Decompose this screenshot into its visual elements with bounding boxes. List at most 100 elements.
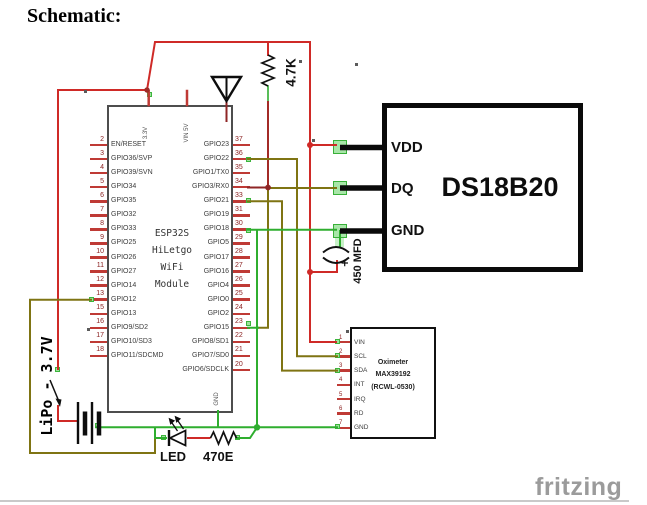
esp32-left-pin-15-label: GPIO13	[111, 309, 137, 317]
esp32-right-pin-23-label: GPIO15	[203, 323, 229, 331]
esp32-left-pin-2-stub[interactable]	[90, 143, 107, 147]
oximeter-module[interactable]	[350, 327, 436, 439]
esp32-left-pin-7-stub[interactable]	[90, 214, 107, 217]
esp32-left-pin-9-stub[interactable]	[90, 242, 107, 245]
esp32-left-pin-3-stub[interactable]	[90, 157, 107, 161]
oximeter-pin-sda-label: SDA	[354, 367, 368, 375]
oximeter-pin-sda-stub[interactable]	[337, 369, 350, 372]
esp32-right-pin-26-stub[interactable]	[233, 284, 250, 287]
esp32-right-pin-24-stub[interactable]	[233, 312, 250, 315]
esp32-right-pin-27-stub[interactable]	[233, 270, 250, 273]
esp32-left-pin-17-stub[interactable]	[90, 340, 107, 344]
oximeter-pin-gnd-label: GND	[354, 424, 369, 432]
esp32-right-pin-21-number: 21	[235, 346, 243, 354]
esp32-left-pin-9-label: GPIO25	[111, 239, 137, 247]
esp32-right-pin-20-label: GPIO6/SDCLK	[182, 366, 229, 373]
esp32-right-pin-33-number: 33	[235, 191, 243, 199]
esp32-left-pin-6-stub[interactable]	[90, 200, 107, 203]
oximeter-pin-sda-number: 3	[339, 363, 343, 370]
fritzing-logo: fritzing	[535, 473, 623, 501]
connection-pad[interactable]	[160, 434, 166, 440]
esp32-left-pin-11-number: 11	[96, 262, 104, 269]
esp32-left-pin-18-stub[interactable]	[90, 354, 107, 358]
tiny-part-mark	[299, 60, 302, 63]
esp32-left-pin-12-stub[interactable]	[90, 284, 107, 287]
ds18b20-connection-pad[interactable]	[333, 140, 347, 154]
esp32-right-pin-33-label: GPIO21	[203, 197, 229, 205]
esp32-right-pin-23-stub[interactable]	[233, 326, 250, 329]
oximeter-pin-gnd-stub[interactable]	[337, 426, 350, 430]
oximeter-pin-int-number: 4	[339, 377, 343, 384]
esp32-right-pin-21-label: GPIO7/SD0	[192, 351, 229, 359]
oximeter-pin-rd-stub[interactable]	[337, 412, 350, 415]
ds18b20-sensor[interactable]	[382, 103, 583, 272]
antenna-icon[interactable]	[209, 75, 244, 104]
esp32-left-pin-17-number: 17	[96, 332, 104, 340]
capacitor-connection-pad[interactable]	[334, 238, 344, 247]
esp32-right-pin-29-stub[interactable]	[233, 242, 250, 245]
esp32-right-pin-22-label: GPIO8/SD1	[192, 337, 229, 345]
oximeter-pin-irq-stub[interactable]	[337, 397, 350, 401]
oximeter-pin-int-stub[interactable]	[337, 383, 350, 387]
esp32-left-pin-6-label: GPIO35	[111, 197, 137, 205]
connection-pad[interactable]	[94, 423, 100, 428]
oximeter-pin-rd-number: 6	[339, 406, 343, 412]
esp32-right-pin-23-number: 23	[235, 318, 243, 326]
esp32-left-pin-12-number: 12	[96, 276, 104, 284]
esp32-right-pin-25-stub[interactable]	[233, 298, 250, 301]
esp32-left-pin-11-stub[interactable]	[90, 270, 107, 273]
esp32-pin-3v3-label: 3.3V	[143, 126, 149, 140]
esp32-right-pin-27-number: 27	[235, 262, 243, 269]
esp32-left-pin-8-number: 8	[100, 219, 104, 227]
ds18b20-connection-pad[interactable]	[333, 181, 347, 195]
esp32-left-pin-15-stub[interactable]	[90, 312, 107, 315]
esp32-left-pin-5-stub[interactable]	[90, 185, 107, 189]
connection-pad[interactable]	[146, 92, 152, 97]
ds18b20-pin-vdd-label: VDD	[391, 139, 423, 156]
connection-pad[interactable]	[235, 434, 240, 440]
connection-pad[interactable]	[245, 227, 251, 233]
esp32-right-pin-20-number: 20	[235, 360, 243, 368]
esp32-right-pin-24-number: 24	[235, 304, 243, 312]
esp32-left-pin-9-number: 9	[100, 233, 104, 241]
oximeter-pin-scl-stub[interactable]	[337, 355, 350, 358]
oximeter-name-line1: Oximeter	[377, 359, 409, 366]
tiny-part-mark	[84, 90, 87, 93]
esp32-left-pin-3-number: 3	[100, 149, 104, 157]
esp32-left-pin-8-label: GPIO33	[111, 225, 137, 233]
esp32-left-pin-7-number: 7	[100, 205, 104, 213]
pullup-resistor-icon[interactable]	[259, 54, 277, 87]
esp32-left-pin-16-stub[interactable]	[90, 326, 107, 329]
led-icon[interactable]	[167, 415, 187, 447]
esp32-right-pin-25-label: GPIO0	[207, 295, 229, 303]
esp32-right-pin-34-stub[interactable]	[233, 185, 250, 189]
led-resistor-label: 470E	[203, 449, 234, 464]
esp32-right-pin-31-stub[interactable]	[233, 214, 250, 217]
esp32-right-pin-28-stub[interactable]	[233, 256, 250, 259]
esp32-right-pin-21-stub[interactable]	[233, 354, 250, 358]
esp32-right-pin-28-label: GPIO17	[203, 253, 229, 261]
esp32-pin-gnd-label: GND	[214, 392, 220, 406]
esp32-left-pin-13-label: GPIO12	[111, 295, 137, 303]
esp32-right-pin-37-stub[interactable]	[233, 143, 250, 147]
esp32-left-pin-4-stub[interactable]	[90, 171, 107, 175]
esp32-right-pin-35-stub[interactable]	[233, 171, 250, 175]
esp32-right-pin-34-label: GPIO3/RX0	[192, 183, 229, 191]
capacitor-icon[interactable]	[322, 246, 350, 267]
capacitor-label: 450 MFD	[352, 238, 364, 284]
ds18b20-pin-gnd-label: GND	[391, 222, 425, 239]
esp32-right-pin-31-number: 31	[235, 205, 243, 213]
led-resistor-icon[interactable]	[209, 429, 238, 447]
esp32-right-pin-30-number: 30	[235, 219, 243, 227]
esp32-right-pin-22-stub[interactable]	[233, 340, 250, 344]
ds18b20-connection-pad[interactable]	[333, 224, 347, 238]
esp32-left-pin-8-stub[interactable]	[90, 228, 107, 231]
oximeter-pin-vin-stub[interactable]	[337, 340, 350, 344]
oximeter-pin-gnd-number: 7	[339, 420, 343, 427]
esp32-left-pin-4-number: 4	[100, 163, 104, 171]
esp32-right-pin-20-stub[interactable]	[233, 368, 250, 372]
esp32-left-pin-10-stub[interactable]	[90, 256, 107, 259]
esp32-right-pin-34-number: 34	[235, 177, 243, 185]
esp32-left-pin-2-number: 2	[100, 135, 104, 143]
